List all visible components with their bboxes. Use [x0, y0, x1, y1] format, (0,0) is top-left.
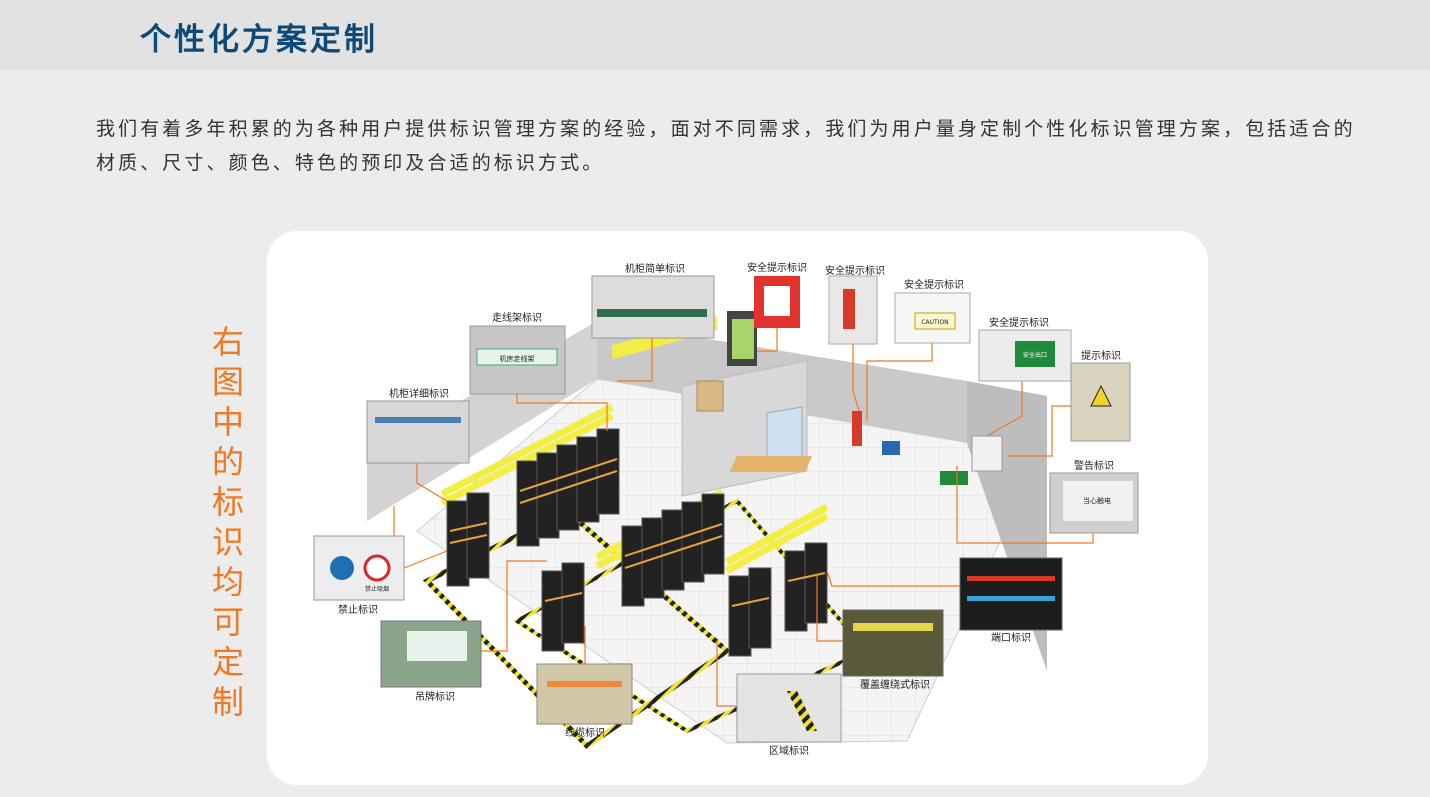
side-note-char: 制	[211, 683, 244, 721]
monitor	[882, 441, 900, 455]
cable-tray	[725, 512, 829, 575]
server-rack	[561, 562, 585, 644]
caution-text: CAUTION	[921, 319, 948, 326]
datacenter-diagram: CAUTION 安全出口 机房走线架 当心触电 禁止吸烟	[313, 261, 1139, 757]
server-rack	[804, 542, 828, 624]
label-cabinet-simple: 机柜简单标识	[625, 262, 685, 275]
label-cable-tray: 走线架标识	[492, 311, 542, 324]
battery-rack	[732, 319, 754, 359]
side-note-char: 中	[211, 403, 244, 441]
label-safety-2: 安全提示标识	[825, 264, 885, 277]
page-header: 个性化方案定制	[0, 0, 1430, 70]
side-note-char: 可	[211, 603, 244, 641]
rack-group	[446, 428, 828, 657]
captions: 机柜简单标识 安全提示标识 安全提示标识 安全提示标识 安全提示标识 走线架标识…	[338, 261, 1121, 757]
cable-tray	[440, 403, 614, 498]
photo-thumbnails: CAUTION 安全出口 机房走线架 当心触电 禁止吸烟	[313, 275, 1139, 743]
label-safety-4: 安全提示标识	[989, 316, 1049, 329]
label-wrap: 覆盖缠绕式标识	[860, 678, 930, 691]
photo-zone	[736, 673, 842, 743]
label-prohibit: 禁止标识	[338, 604, 378, 616]
cable-tray	[440, 412, 614, 507]
server-rack	[748, 567, 772, 649]
side-note-char: 右	[211, 323, 244, 361]
server-rack	[701, 493, 725, 575]
server-rack	[728, 575, 752, 657]
cardboard-box	[696, 380, 724, 412]
photo-cabinet-detail	[366, 400, 470, 464]
back-equipment	[696, 311, 1003, 485]
page-title: 个性化方案定制	[140, 22, 378, 58]
label-safety-3: 安全提示标识	[904, 278, 964, 291]
server-rack	[576, 436, 600, 523]
server-rack	[466, 492, 490, 579]
rack-port-lights	[449, 458, 826, 607]
server-rack	[784, 550, 808, 632]
side-note-char: 识	[211, 523, 244, 561]
photo-wrap	[842, 609, 944, 677]
label-zone: 区域标识	[769, 744, 809, 757]
work-desk	[729, 456, 813, 472]
leader-lines	[393, 328, 1094, 707]
label-hanging-tag: 吊牌标识	[415, 690, 455, 703]
photo-port	[959, 557, 1063, 631]
exit-text: 安全出口	[1023, 351, 1047, 359]
photo-cable	[536, 663, 633, 725]
server-racks	[446, 428, 828, 657]
prohibit-text: 禁止吸烟	[365, 585, 389, 593]
label-hint: 提示标识	[1081, 350, 1121, 362]
label-safety-1: 安全提示标识	[747, 261, 807, 274]
server-rack	[596, 428, 620, 515]
side-note: 右 图 中 的 标 识 均 可 定 制	[208, 322, 248, 722]
side-note-char: 标	[211, 483, 244, 521]
cable-tray	[725, 503, 829, 566]
label-warning: 警告标识	[1074, 459, 1114, 472]
warning-text: 当心触电	[1083, 496, 1111, 505]
side-note-char: 图	[211, 363, 244, 401]
diagram-panel: CAUTION 安全出口 机房走线架 当心触电 禁止吸烟	[267, 231, 1208, 785]
fire-cabinet	[852, 411, 862, 446]
label-cabinet-detail: 机柜详细标识	[389, 387, 449, 400]
green-exit-sign	[940, 471, 968, 485]
label-cable: 线缆标识	[565, 726, 605, 739]
label-port: 端口标识	[991, 631, 1031, 644]
side-note-char: 均	[211, 563, 244, 601]
tray-sign-text: 机房走线架	[500, 354, 535, 363]
side-note-char: 定	[211, 643, 244, 681]
server-rack	[541, 570, 565, 652]
photo-cabinet-simple	[591, 275, 715, 339]
electric-box	[971, 435, 1003, 472]
side-note-char: 的	[211, 443, 244, 481]
intro-paragraph: 我们有着多年积累的为各种用户提供标识管理方案的经验，面对不同需求，我们为用户量身…	[96, 118, 1356, 174]
